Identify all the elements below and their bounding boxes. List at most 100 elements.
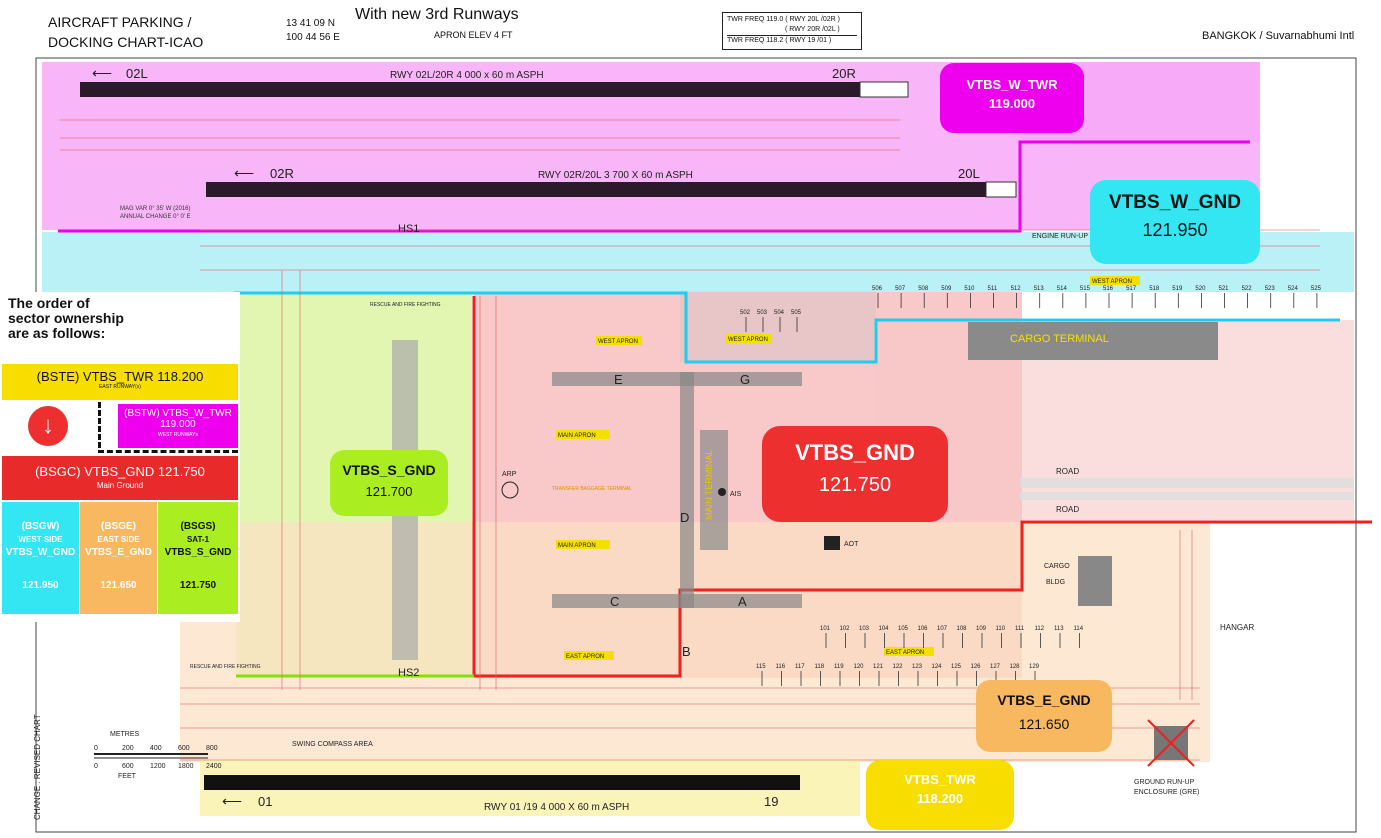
sector-e-gnd-freq: 121.650	[1018, 716, 1070, 732]
stand-116: 116	[776, 664, 786, 670]
scale-m-tick: 600	[178, 745, 190, 752]
stand-118: 118	[815, 664, 825, 670]
scale-m-tick: 400	[150, 745, 162, 752]
taxiway-letter-e: E	[614, 372, 623, 387]
sector-twr-box: VTBS_TWR 118.200	[866, 760, 1014, 830]
arrow-north: ⟵	[92, 65, 112, 81]
stand-105: 105	[898, 626, 909, 632]
west-apron-text-2: WEST APRON	[728, 337, 768, 343]
sector-w-gnd-box: VTBS_W_GND 121.950	[1090, 180, 1260, 264]
engine-runup-label: ENGINE RUN-UP	[1032, 233, 1088, 240]
cargo-bldg-label-2: BLDG	[1046, 579, 1065, 586]
taxiway-letter-g: G	[740, 372, 750, 387]
stand-511: 511	[988, 286, 998, 292]
stand-513: 513	[1034, 286, 1045, 292]
chart-subtitle: With new 3rd Runways	[355, 6, 519, 23]
sector-gnd-box: VTBS_GND 121.750	[762, 426, 948, 522]
runway-south-label: RWY 01 /19 4 000 X 60 m ASPH	[484, 802, 629, 813]
stand-516: 516	[1103, 286, 1114, 292]
runway-mid-left: 02R	[270, 166, 294, 181]
stand-127: 127	[990, 664, 1001, 670]
ais-marker	[718, 488, 726, 496]
chart-title-line2: DOCKING CHART-ICAO	[48, 34, 204, 50]
legend-bsgs-side: SAT-1	[186, 535, 210, 544]
stand-104: 104	[879, 626, 890, 632]
arp-label: ARP	[502, 471, 517, 478]
stand-103: 103	[859, 626, 870, 632]
legend-heading-line1: The order of	[8, 295, 90, 311]
stand-110: 110	[996, 626, 1006, 632]
runway-02l-20r-end	[859, 81, 909, 98]
twr-freq-box: TWR FREQ 119.0 ( RWY 20L /02R ) ( RWY 20…	[722, 12, 862, 50]
stand-102: 102	[840, 626, 851, 632]
ais-label: AIS	[730, 491, 742, 498]
sector-e-gnd-name: VTBS_E_GND	[997, 692, 1091, 708]
change-label: CHANGE : REVISED CHART	[33, 714, 42, 820]
road-label-1: ROAD	[1056, 467, 1079, 476]
legend-heading: The order of sector ownership are as fol…	[8, 296, 124, 341]
main-apron-tag-1	[556, 430, 610, 439]
runway-north-label: RWY 02L/20R 4 000 x 60 m ASPH	[390, 70, 544, 81]
scale-ft-tick: 1200	[150, 763, 166, 770]
boundary-w-twr	[58, 140, 1250, 233]
stand-512: 512	[1011, 286, 1022, 292]
stand-123: 123	[912, 664, 923, 670]
stand-109: 109	[976, 626, 987, 632]
legend-bsgc: (BSGC) VTBS_GND 121.750 Main Ground	[2, 456, 238, 500]
stand-115: 115	[756, 664, 766, 670]
legend-bsgw-code: (BSGW)	[21, 521, 60, 532]
stand-520: 520	[1195, 286, 1206, 292]
twr-freq-1b: ( RWY 20R /02L )	[785, 26, 840, 33]
stand-114: 114	[1074, 626, 1084, 632]
stand-509: 509	[941, 286, 952, 292]
stand-111: 111	[1015, 626, 1025, 632]
scale-ft-tick: 600	[122, 763, 134, 770]
east-apron-text-2: EAST APRON	[886, 650, 924, 656]
arp-marker	[501, 481, 519, 499]
cargo-bldg-label-1: CARGO	[1044, 563, 1070, 570]
stand-515: 515	[1080, 286, 1091, 292]
stand-125: 125	[951, 664, 962, 670]
west-apron-tag-1	[596, 336, 642, 345]
scale-metres-label: METRES	[110, 731, 140, 738]
stand-126: 126	[971, 664, 982, 670]
stand-518: 518	[1149, 286, 1160, 292]
runway-02l-20r	[80, 82, 860, 97]
runway-south-right: 19	[764, 794, 778, 809]
scale-feet-label: FEET	[118, 773, 137, 780]
legend-bsgs-code: (BSGS)	[180, 521, 216, 532]
legend-bste: (BSTE) VTBS_TWR 118.200 EAST RUNWAY(s)	[2, 364, 238, 400]
legend-dashed-line	[98, 402, 101, 448]
legend-bsgw-freq: 121.950	[22, 580, 59, 591]
gre-label-2: ENCLOSURE (GRE)	[1134, 789, 1199, 796]
twr-freq-2: TWR FREQ 118.2 ( RWY 19 /01 )	[727, 35, 857, 46]
west-apron-tag-3	[1090, 276, 1140, 285]
legend-bsge-side: EAST SIDE	[97, 535, 140, 544]
stand-524: 524	[1288, 286, 1299, 292]
cargo-bldg	[1078, 556, 1112, 606]
legend-heading-line3: are as follows:	[8, 325, 106, 341]
road-2	[1020, 492, 1354, 500]
aot-building	[824, 536, 840, 550]
swing-compass-label: SWING COMPASS AREA	[292, 741, 373, 748]
east-apron-text-1: EAST APRON	[566, 654, 604, 660]
scale-m-tick: 0	[94, 745, 98, 752]
east-apron-tag-1	[564, 651, 614, 660]
stand-521: 521	[1219, 286, 1230, 292]
legend-bsge: (BSGE) EAST SIDE VTBS_E_GND 121.650	[80, 502, 157, 614]
legend-bsgc-sub: Main Ground	[96, 481, 144, 490]
stand-510: 510	[964, 286, 975, 292]
rescue-label-top: RESCUE AND FIRE FIGHTING	[370, 302, 441, 308]
main-terminal-label: MAIN TERMINAL	[704, 450, 714, 520]
runway-mid-label: RWY 02R/20L 3 700 X 60 m ASPH	[538, 170, 693, 181]
stand-505: 505	[791, 310, 802, 316]
legend-arrow-circle: ↓	[28, 406, 68, 446]
coord-e: 100 44 56 E	[286, 32, 340, 43]
concourse-c	[552, 594, 802, 608]
legend-bsgw: (BSGW) WEST SIDE VTBS_W_GND 121.950	[2, 502, 79, 614]
road-label-2: ROAD	[1056, 505, 1079, 514]
legend-bste-sub: EAST RUNWAY(s)	[99, 384, 141, 390]
